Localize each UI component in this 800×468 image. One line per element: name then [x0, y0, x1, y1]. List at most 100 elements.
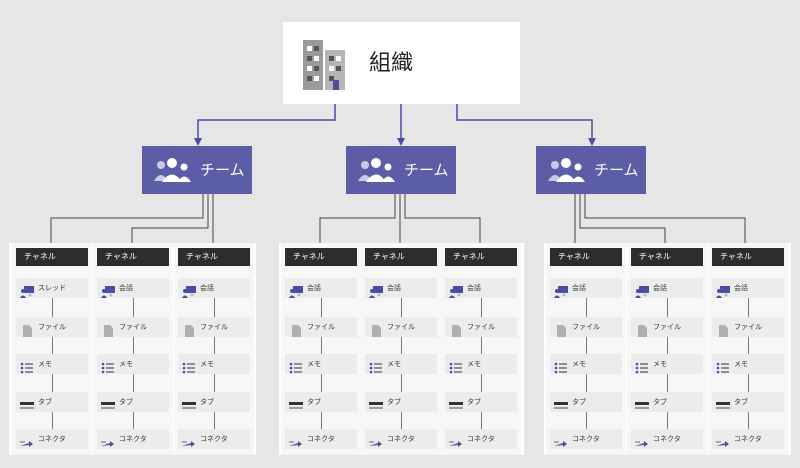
channel-item: メモ: [365, 354, 437, 374]
channel-item-label: タブ: [653, 398, 667, 406]
item-connector-line: [321, 298, 322, 317]
channel-item-label: タブ: [307, 398, 321, 406]
channel-item: ファイル: [178, 317, 250, 337]
item-connector-line: [133, 412, 134, 429]
channel-item-label: ファイル: [572, 323, 600, 331]
channel-item: メモ: [712, 354, 784, 374]
chat-icon: [716, 283, 730, 298]
channel-item: コネクタ: [365, 429, 437, 449]
chat-icon: [289, 283, 303, 298]
channel-item: メモ: [178, 354, 250, 374]
team-node-2: チーム: [346, 146, 456, 194]
item-connector-line: [586, 374, 587, 392]
chat-icon: [20, 283, 34, 298]
channel-item-label: コネクタ: [653, 435, 681, 443]
channel-item: タブ: [285, 392, 357, 412]
channel-item: タブ: [631, 392, 703, 412]
channel-item: ファイル: [712, 317, 784, 337]
item-connector-line: [401, 337, 402, 354]
item-connector-line: [748, 337, 749, 354]
channel-item-label: 会話: [467, 284, 481, 292]
channel-item-label: コネクタ: [38, 435, 66, 443]
channel-item-label: メモ: [38, 360, 52, 368]
chat-icon: [554, 283, 568, 298]
item-connector-line: [52, 412, 53, 429]
channel-item-label: コネクタ: [200, 435, 228, 443]
channel-item: コネクタ: [445, 429, 517, 449]
tab-icon: [289, 397, 303, 409]
link-team1-ch1: [50, 194, 204, 248]
channel-item-label: コネクタ: [119, 435, 147, 443]
channel-header: チャネル: [712, 248, 784, 266]
channel-item-label: ファイル: [734, 323, 762, 331]
channel-item-label: 会話: [119, 284, 133, 292]
people-icon: [154, 158, 191, 182]
channel-card: チャネル会話ファイルメモタブコネクタ: [708, 243, 788, 455]
item-connector-line: [133, 298, 134, 317]
channel-item: メモ: [445, 354, 517, 374]
notes-icon: [554, 359, 568, 374]
channel-item-label: 会話: [200, 284, 214, 292]
channel-item: メモ: [550, 354, 622, 374]
chat-icon: [449, 283, 463, 298]
channel-card: チャネル会話ファイルメモタブコネクタ: [441, 243, 521, 455]
channel-item-label: コネクタ: [387, 435, 415, 443]
item-connector-line: [667, 337, 668, 354]
channel-item-label: コネクタ: [467, 435, 495, 443]
item-connector-line: [667, 412, 668, 429]
channel-card: チャネル会話ファイルメモタブコネクタ: [281, 243, 361, 455]
channel-item-label: 会話: [734, 284, 748, 292]
channel-card: チャネル会話ファイルメモタブコネクタ: [93, 243, 173, 455]
channel-item-label: ファイル: [467, 323, 495, 331]
channel-item-label: メモ: [734, 360, 748, 368]
tab-icon: [449, 397, 463, 409]
channel-item: ファイル: [445, 317, 517, 337]
item-connector-line: [133, 337, 134, 354]
item-connector-line: [481, 374, 482, 392]
channel-header: チャネル: [178, 248, 250, 266]
channel-item: 会話: [550, 278, 622, 298]
channel-item: コネクタ: [550, 429, 622, 449]
channel-item: ファイル: [550, 317, 622, 337]
channel-item-label: ファイル: [38, 323, 66, 331]
connector-icon: [716, 434, 730, 447]
notes-icon: [289, 359, 303, 374]
people-icon: [548, 158, 585, 182]
connector-icon: [182, 434, 196, 447]
channel-item-label: ファイル: [653, 323, 681, 331]
item-connector-line: [214, 337, 215, 354]
channel-item-label: タブ: [467, 398, 481, 406]
channel-item-label: タブ: [572, 398, 586, 406]
channel-item-label: タブ: [119, 398, 133, 406]
channel-header: チャネル: [365, 248, 437, 266]
item-connector-line: [748, 374, 749, 392]
tab-icon: [554, 397, 568, 409]
connector-icon: [449, 434, 463, 447]
item-connector-line: [667, 374, 668, 392]
channel-item: メモ: [285, 354, 357, 374]
team-node-1: チーム: [142, 146, 252, 194]
file-icon: [635, 322, 649, 337]
link-team3-ch3: [584, 194, 746, 248]
notes-icon: [369, 359, 383, 374]
item-connector-line: [586, 337, 587, 354]
item-connector-line: [667, 298, 668, 317]
channel-item: タブ: [365, 392, 437, 412]
file-icon: [369, 322, 383, 337]
channel-header: チャネル: [445, 248, 517, 266]
channel-header: チャネル: [97, 248, 169, 266]
notes-icon: [716, 359, 730, 374]
connector-icon: [289, 434, 303, 447]
channel-item-label: ファイル: [307, 323, 335, 331]
item-connector-line: [586, 412, 587, 429]
channel-item: メモ: [631, 354, 703, 374]
item-connector-line: [401, 298, 402, 317]
organization-node: 組織: [283, 22, 520, 104]
channel-item-label: タブ: [38, 398, 52, 406]
item-connector-line: [481, 412, 482, 429]
channel-header: チャネル: [631, 248, 703, 266]
channel-item: コネクタ: [631, 429, 703, 449]
channel-header: チャネル: [285, 248, 357, 266]
channel-item: コネクタ: [16, 429, 88, 449]
file-icon: [289, 322, 303, 337]
